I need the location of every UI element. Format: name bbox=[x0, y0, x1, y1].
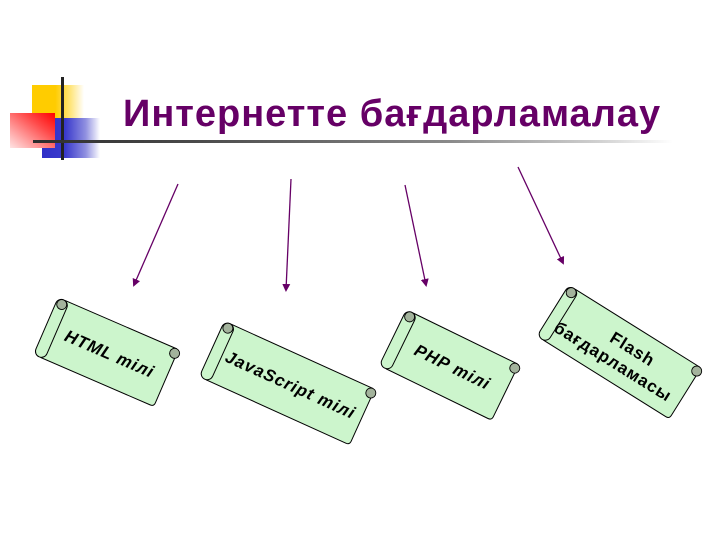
scroll-html: HTML тілі bbox=[34, 298, 181, 406]
scroll-flash: Flash бағдарламасы bbox=[538, 286, 703, 418]
scroll-body bbox=[385, 312, 518, 420]
scroll-curl-icon bbox=[691, 365, 703, 377]
arrow-to-javascript bbox=[282, 178, 292, 292]
arrow-to-php bbox=[404, 184, 429, 287]
scroll-php: PHP тілі bbox=[380, 311, 521, 420]
scroll-body bbox=[543, 288, 700, 418]
logo-vertical-line bbox=[61, 77, 64, 160]
scroll-curl-icon bbox=[169, 347, 181, 359]
scroll-curl-icon bbox=[56, 299, 68, 310]
scroll-curl-icon bbox=[509, 362, 521, 374]
scroll-body bbox=[40, 300, 178, 406]
scroll-curl-icon bbox=[565, 287, 577, 299]
slide-title: Интернетте бағдарламалау bbox=[123, 93, 662, 135]
title-underline bbox=[33, 140, 673, 143]
arrow-to-flash bbox=[517, 166, 565, 265]
arrow-to-html bbox=[132, 183, 179, 287]
scroll-curl-icon bbox=[222, 322, 234, 334]
scroll-curl-icon bbox=[365, 387, 377, 399]
scroll-javascript: JavaScript тілі bbox=[200, 322, 377, 445]
scroll-curl-icon bbox=[404, 311, 416, 323]
scroll-body bbox=[205, 323, 374, 445]
